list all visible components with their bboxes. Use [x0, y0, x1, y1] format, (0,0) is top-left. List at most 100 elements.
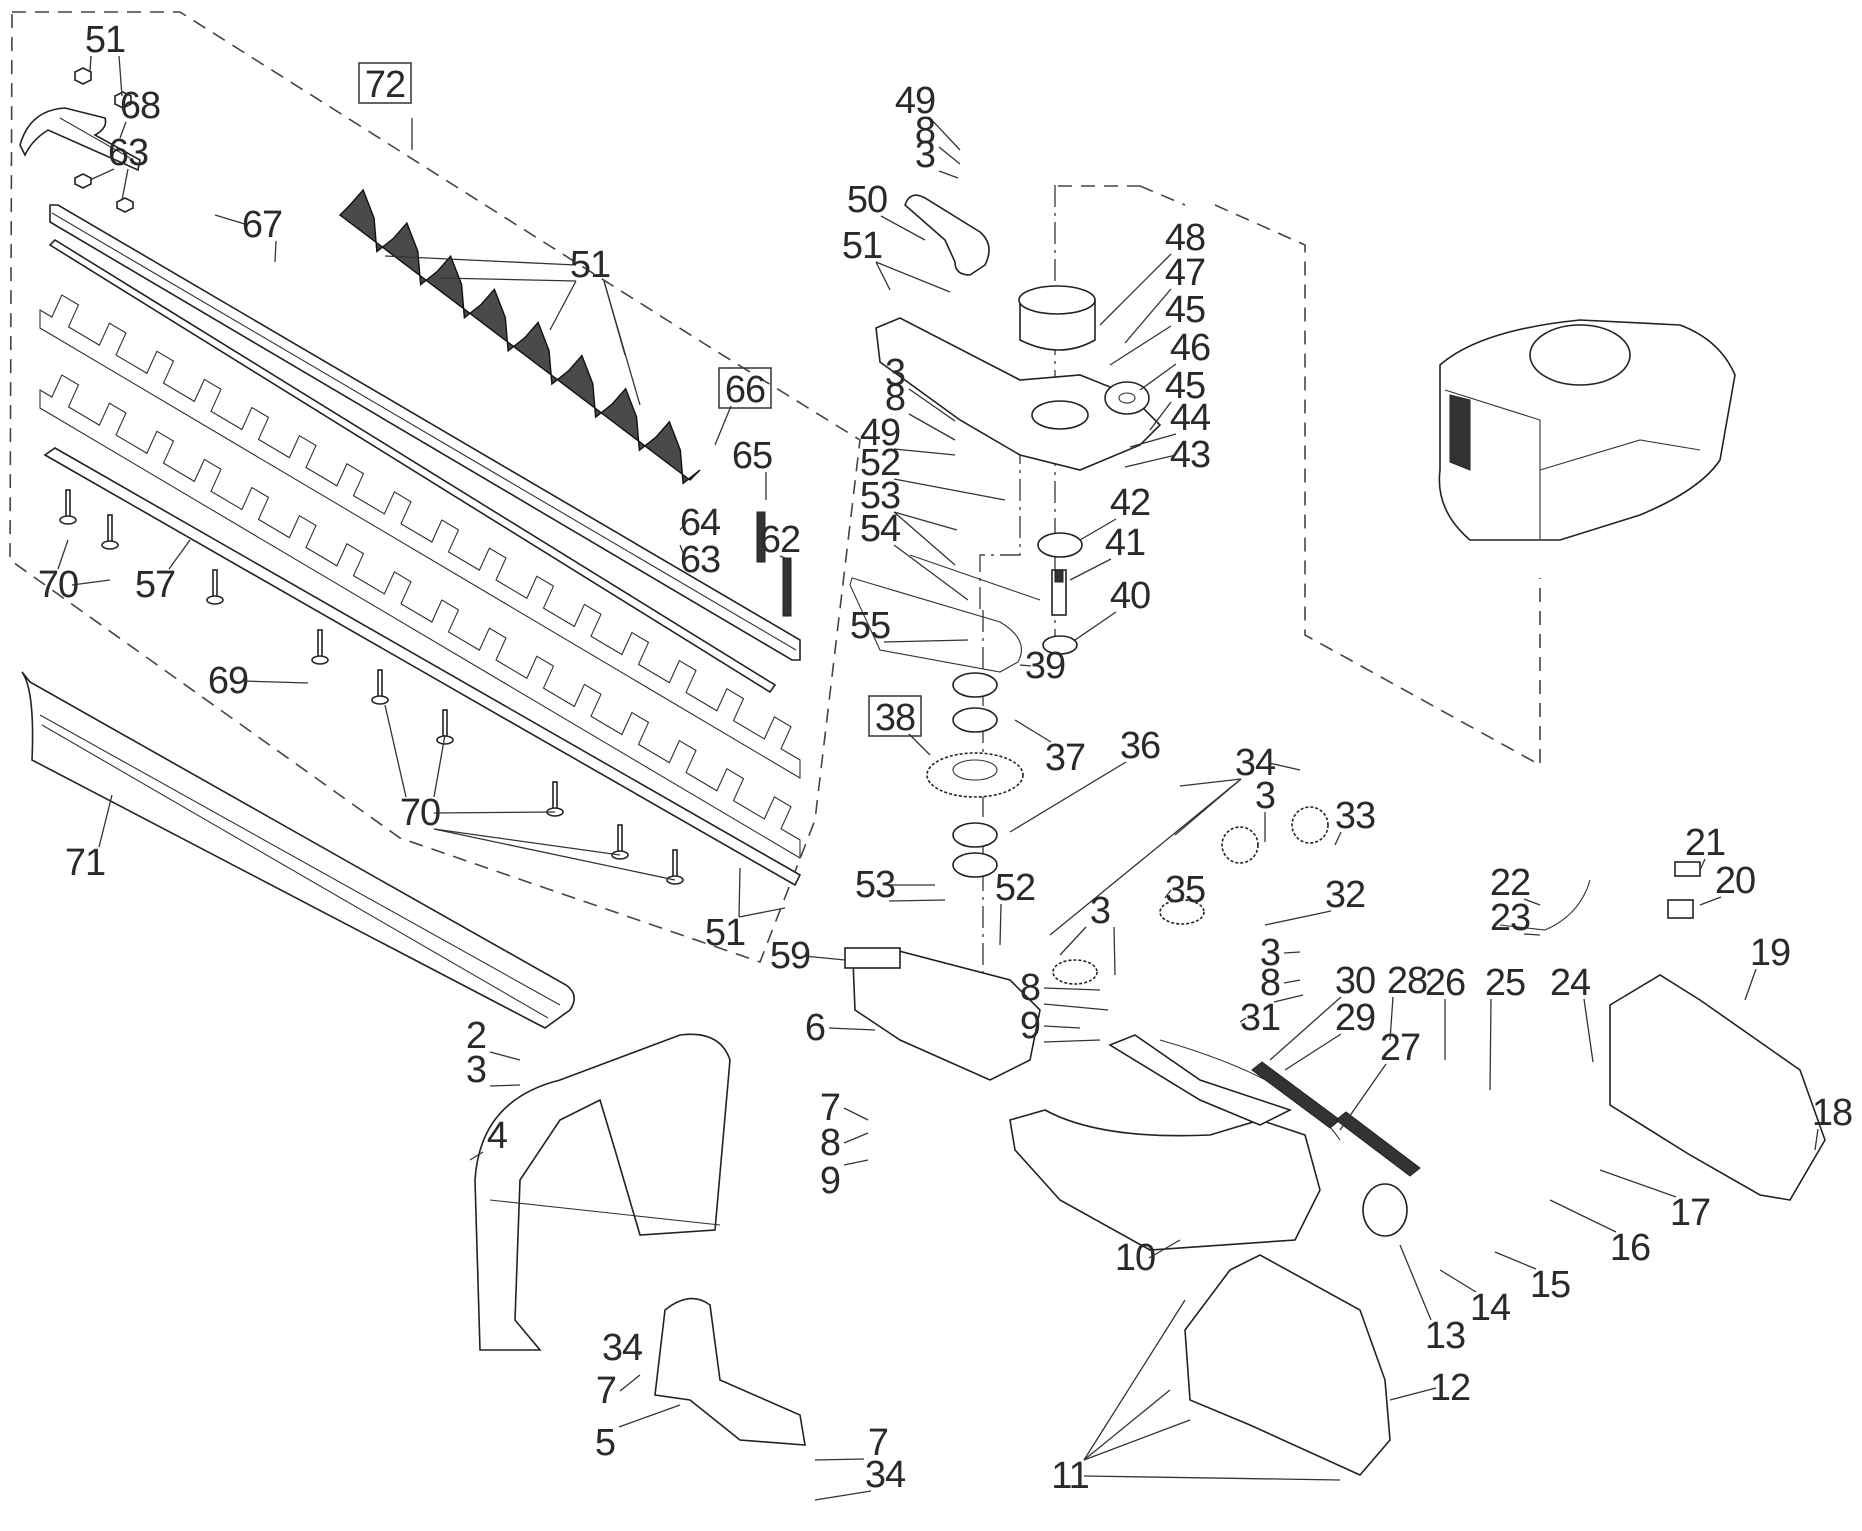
leader-line	[908, 388, 956, 422]
leader-line	[433, 828, 676, 881]
leader-line	[98, 794, 113, 848]
engine-part[interactable]	[1438, 319, 1736, 541]
side-cover-part[interactable]	[1184, 1254, 1391, 1476]
rear-handle-frame-part[interactable]	[1009, 1034, 1321, 1251]
leader-line	[1489, 998, 1492, 1091]
callout-label-51: 51	[842, 225, 882, 267]
callout-label-39: 39	[1025, 645, 1065, 687]
leader-line	[1083, 1299, 1186, 1461]
stud-part[interactable]	[756, 511, 792, 617]
washer-ring-part[interactable]	[952, 672, 998, 878]
callout-label-19: 19	[1750, 932, 1790, 974]
callout-label-40: 40	[1110, 575, 1150, 617]
callout-label-8: 8	[885, 377, 905, 419]
callout-label-6: 6	[805, 1007, 825, 1049]
leader-line	[1043, 1003, 1109, 1011]
callout-box	[718, 367, 772, 409]
leader-line	[1523, 933, 1541, 936]
leader-line	[57, 539, 69, 570]
leader-line	[1699, 896, 1722, 906]
callout-label-43: 43	[1170, 434, 1210, 476]
callout-label-62: 62	[760, 519, 800, 561]
gear-base-part[interactable]	[844, 947, 1041, 1081]
leader-line	[549, 280, 577, 331]
callout-label-44: 44	[1170, 397, 1211, 439]
nut-part[interactable]	[74, 67, 134, 213]
callout-label-7: 7	[868, 1422, 888, 1464]
upper-blade-part[interactable]	[39, 294, 802, 887]
blade-guard-part[interactable]	[19, 107, 141, 172]
pulley-part[interactable]	[1104, 381, 1150, 415]
leader-line	[1583, 998, 1594, 1063]
callout-label-25: 25	[1485, 962, 1525, 1004]
switch-part[interactable]	[1667, 861, 1701, 919]
leader-line	[1043, 987, 1101, 991]
callout-label-49: 49	[895, 80, 935, 122]
leader-line	[1174, 778, 1242, 836]
leader-line	[241, 680, 309, 684]
callout-label-9: 9	[820, 1160, 840, 1202]
callout-label-14: 14	[1470, 1287, 1511, 1329]
clutch-drum-part[interactable]	[1018, 285, 1096, 351]
leader-line	[168, 539, 191, 570]
bolt-head	[311, 655, 329, 665]
gearbox-housing-part[interactable]	[875, 317, 1162, 471]
blade-rail-part[interactable]	[48, 204, 801, 694]
blade-cover-part[interactable]	[21, 671, 575, 1029]
hand-guard-part[interactable]	[654, 1297, 806, 1446]
leader-line	[274, 240, 277, 263]
leader-line	[893, 478, 1006, 501]
callout-label-27: 27	[1380, 1027, 1420, 1069]
callout-label-34: 34	[1235, 742, 1276, 784]
leader-line	[1179, 778, 1242, 787]
engine-mount-outline	[1058, 185, 1541, 767]
leader-line	[433, 828, 621, 856]
blade-carrier-part[interactable]	[338, 188, 701, 485]
leader-line	[119, 121, 127, 139]
bearing-part[interactable]	[1037, 532, 1083, 655]
gear-part[interactable]	[926, 752, 1024, 798]
leader-line	[1339, 1063, 1387, 1131]
callout-label-13: 13	[1425, 1315, 1465, 1357]
leader-line	[118, 55, 123, 97]
callout-label-10: 10	[1115, 1237, 1155, 1279]
front-handle-part[interactable]	[474, 1033, 731, 1351]
leader-line	[1109, 325, 1172, 366]
spring-part[interactable]	[1052, 806, 1329, 985]
leader-line	[1439, 1269, 1477, 1293]
callout-label-53: 53	[860, 475, 900, 517]
pinion-part[interactable]	[1051, 569, 1067, 616]
leader-line	[828, 1027, 876, 1031]
leader-line	[928, 116, 961, 151]
gasket-part[interactable]	[849, 554, 1041, 673]
leader-line	[1124, 454, 1177, 468]
leader-line	[1284, 1033, 1342, 1071]
leader-line	[880, 215, 926, 241]
callout-label-68: 68	[120, 85, 160, 127]
callout-label-63: 63	[680, 539, 720, 581]
leader-line	[893, 448, 956, 456]
callout-label-23: 23	[1490, 897, 1530, 939]
leader-line	[1113, 926, 1116, 976]
leader-line	[1019, 664, 1032, 667]
leader-line	[738, 907, 786, 918]
grip-sleeve-part[interactable]	[1251, 1061, 1421, 1177]
leader-line	[999, 903, 1002, 946]
leader-line	[908, 413, 956, 441]
leader-line	[843, 1159, 869, 1166]
leader-line	[814, 1458, 865, 1461]
callout-label-72: 72	[365, 64, 405, 106]
leader-line	[433, 811, 556, 814]
callout-label-33: 33	[1335, 795, 1375, 837]
handle-tube-part[interactable]	[904, 194, 990, 276]
rear-handle-part[interactable]	[1609, 974, 1826, 1201]
callout-label-21: 21	[1685, 822, 1725, 864]
leader-line	[1549, 1199, 1617, 1233]
leader-lines	[57, 55, 1819, 1501]
callout-label-45: 45	[1165, 289, 1205, 331]
leader-line	[1043, 1025, 1081, 1029]
leader-line	[89, 55, 92, 73]
o-ring-part[interactable]	[1362, 1183, 1408, 1237]
leader-line	[1079, 518, 1117, 541]
